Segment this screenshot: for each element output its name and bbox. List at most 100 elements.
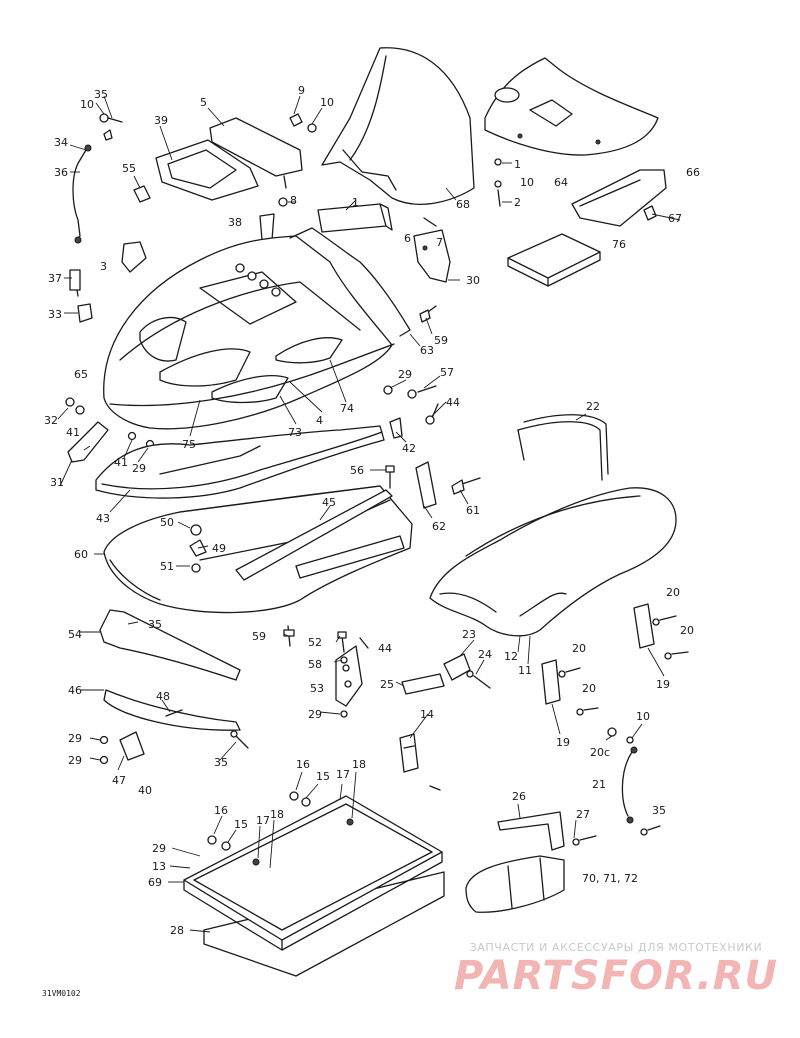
callout-label: 26 [512,790,526,803]
callout-label: 6 [404,232,411,245]
callout-label: 18 [270,808,284,821]
front-brackets [99,609,249,765]
callout-label: 63 [420,344,434,357]
bumper-strip [95,425,385,499]
grab-handle [517,414,609,481]
callout-label: 24 [478,648,492,661]
callout-label: 52 [308,636,322,649]
diagram-code: 31VM0102 [42,989,81,998]
callout-label: 54 [68,628,82,641]
callout-label: 44 [378,642,392,655]
callout-label: 75 [182,438,196,451]
callout-label: 69 [148,876,162,889]
callout-label: 4 [316,414,323,427]
callout-label: 19 [556,736,570,749]
callout-label: 30 [466,274,480,287]
callout-label: 65 [74,368,88,381]
callout-label: 10 [320,96,334,109]
callout-label: 7 [436,236,443,249]
callout-label: 39 [154,114,168,127]
latch [399,733,441,791]
hood-hardware [65,305,439,463]
callout-label: 45 [322,496,336,509]
callout-label: 29 [398,368,412,381]
callout-label: 32 [44,414,58,427]
callout-label: 67 [668,212,682,225]
callout-label: 16 [214,804,228,817]
callout-label: 29 [68,732,82,745]
callout-label: 47 [112,774,126,787]
callout-label: 2 [514,196,521,209]
callout-label: 43 [96,512,110,525]
hood [103,227,411,430]
callout-label: 62 [432,520,446,533]
callout-label: 59 [252,630,266,643]
callout-label: 10 [636,710,650,723]
callout-label: 28 [170,924,184,937]
callout-label: 12 [504,650,518,663]
callout-label: 34 [54,136,68,149]
callout-label: 38 [228,216,242,229]
callout-label: 20 [582,682,596,695]
callout-label: 8 [290,194,297,207]
rear-components [465,811,597,913]
watermark: ЗАПЧАСТИ И АКСЕССУАРЫ ДЛЯ МОТОТЕХНИКИ PA… [454,941,778,998]
callout-label: 17 [256,814,270,827]
callout-label: 16 [296,758,310,771]
watermark-tagline: ЗАПЧАСТИ И АКСЕССУАРЫ ДЛЯ МОТОТЕХНИКИ [469,941,763,954]
callout-label: 1 [352,196,359,209]
callout-label: 22 [586,400,600,413]
callout-label: 29 [132,462,146,475]
callout-label: 50 [160,516,174,529]
callout-label: 27 [576,808,590,821]
seat [429,487,677,637]
storage-tray [183,791,445,977]
callout-label: 56 [350,464,364,477]
callout-label: 10 [80,98,94,111]
callout-label: 18 [352,758,366,771]
callout-label: 55 [122,162,136,175]
side-rail [235,489,393,581]
callout-label: 5 [200,96,207,109]
instrument-housing [155,117,303,201]
callout-label: 59 [434,334,448,347]
callout-label: 21 [592,778,606,791]
callout-label: 40 [138,784,152,797]
callout-label: 14 [420,708,434,721]
rear-brackets [541,603,689,836]
callout-label: 3 [100,260,107,273]
windshield [321,47,475,205]
callout-label: 74 [340,402,354,415]
callout-label: 17 [336,768,350,781]
callout-label: 73 [288,426,302,439]
callout-label: 66 [686,166,700,179]
battery-pad [507,169,667,287]
leader-lines [57,95,681,933]
callout-label: 25 [380,678,394,691]
callout-label: 48 [156,690,170,703]
callout-label: 53 [310,682,324,695]
callout-label: 36 [54,166,68,179]
callout-label: 49 [212,542,226,555]
callout-label: 57 [440,366,454,379]
callout-label: 61 [466,504,480,517]
callout-label: 13 [152,860,166,873]
callout-label: 20 [666,586,680,599]
callout-label: 11 [518,664,532,677]
side-pieces [385,461,481,509]
callout-label: 41 [114,456,128,469]
console-panel [484,57,659,156]
callout-label: 15 [316,770,330,783]
callout-label: 58 [308,658,322,671]
callout-label: 51 [160,560,174,573]
callout-label: 46 [68,684,82,697]
top-hardware [69,113,317,323]
callout-label: 31 [50,476,64,489]
callout-label: 19 [656,678,670,691]
callout-label: 20 [680,624,694,637]
callout-label: 70, 71, 72 [582,872,638,885]
callout-label: 35 [148,618,162,631]
callout-label: 10 [520,176,534,189]
taillight-bracket [401,653,491,695]
